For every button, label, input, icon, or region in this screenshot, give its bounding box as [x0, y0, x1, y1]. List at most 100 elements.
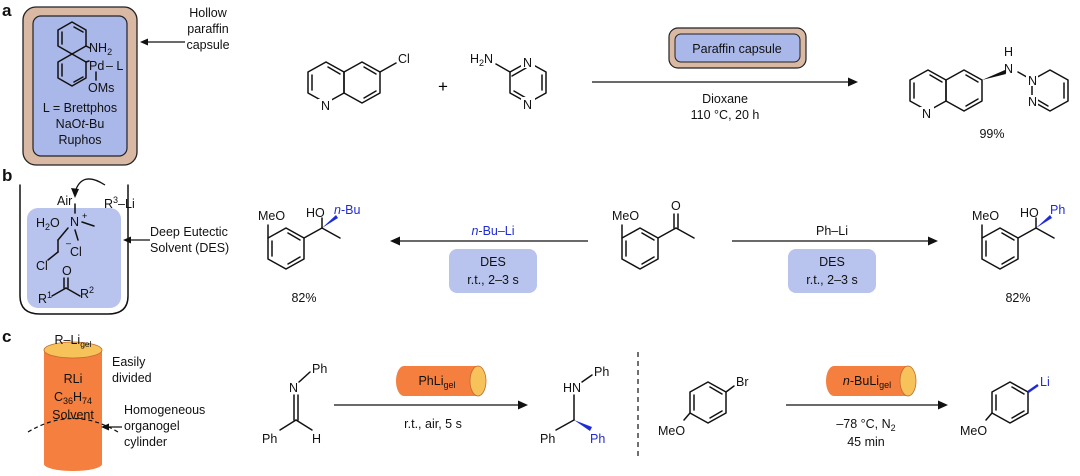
right-alcohol-product: MeO HO Ph [972, 203, 1065, 270]
right-product-ph: Ph [1050, 203, 1065, 217]
imine-ph-c: Ph [262, 432, 277, 446]
prod2-meo: MeO [960, 424, 987, 438]
des-conditions-box-left [449, 249, 537, 293]
chloro-substituent: Cl [398, 52, 410, 66]
paraffin-capsule-reagent-inner [674, 33, 801, 63]
cylinder-rli: RLi [64, 372, 83, 386]
capsule-label-line2: paraffin [187, 22, 229, 36]
prod1-ph-left: Ph [540, 432, 555, 446]
homog-label-line1: Homogeneous [124, 403, 205, 417]
aminopyrimidine-structure: N N H2N [470, 52, 547, 112]
phli-gel-cap [469, 365, 487, 397]
catalyst-oms: OMs [88, 81, 114, 95]
easily-label-line2: divided [112, 371, 152, 385]
yield-a: 99% [979, 127, 1004, 141]
panel-label-a: a [2, 1, 12, 20]
quinoline-n: N [321, 99, 330, 113]
product-pyrimidine-n1: N [1028, 74, 1037, 88]
sm-carbonyl-o: O [671, 199, 681, 213]
prod1-hn: HN [563, 381, 581, 395]
yield-b-left: 82% [291, 291, 316, 305]
conditions-c-right-1: –78 °C, N2 [836, 417, 895, 433]
left-reagent-label: n-Bu–Li [471, 224, 514, 238]
organogel-cylinder-cap [43, 341, 103, 359]
capsule-core [32, 15, 128, 157]
air-reagent-curved-arrow [74, 178, 106, 193]
panel-a: NH2 Pd – L OMs L = Brettphos NaOt-Bu Rup… [22, 6, 1069, 166]
methoxyacetophenone-structure: MeO O [612, 199, 695, 270]
yield-b-right: 82% [1005, 291, 1030, 305]
left-product-ome: MeO [258, 209, 285, 223]
conditions-c-right-2: 45 min [847, 435, 885, 449]
catalyst-pd: Pd [89, 59, 104, 73]
sm-ome: MeO [612, 209, 639, 223]
paraffin-capsule-reagent-label: Paraffin capsule [692, 42, 781, 56]
panel-c: R–Ligel RLi C36H74 Solvent Easily divide… [27, 333, 1050, 471]
pyrimidine-n-bottom: N [523, 98, 532, 112]
des-label-line2: Solvent (DES) [150, 241, 229, 255]
des-label-line1: Deep Eutectic [150, 225, 228, 239]
chloride-charge: – [66, 238, 71, 248]
left-box-line1: DES [480, 255, 506, 269]
buli-gel-body [834, 366, 908, 396]
imine-ph-n: Ph [312, 362, 327, 376]
imine-h: H [312, 432, 321, 446]
plus-sign: + [438, 77, 448, 96]
catalyst-pd-ligand: – L [106, 59, 123, 73]
buli-gel-cap [899, 365, 917, 397]
carbonyl-o: O [62, 264, 72, 278]
right-product-oh: HO [1020, 206, 1039, 220]
pyrimidine-n-top: N [523, 56, 532, 70]
air-label: Air [57, 194, 72, 208]
aryllithium-structure: Li MeO [960, 375, 1050, 438]
ligand-definition: L = Brettphos [43, 101, 117, 115]
amine-product-structure: HN Ph Ph Ph [540, 365, 609, 446]
phli-gel-label: PhLigel [418, 374, 455, 390]
homog-label-line3: cylinder [124, 435, 167, 449]
phli-gel-body [404, 366, 478, 396]
prod1-ph-n: Ph [594, 365, 609, 379]
bromoanisole-structure: Br MeO [658, 375, 749, 438]
ammonium-charge: + [82, 211, 87, 221]
right-reagent-label: Ph–Li [816, 224, 848, 238]
des-liquid [27, 208, 121, 308]
water-h2o: H2O [36, 216, 60, 232]
amine-nh2: H2N [470, 52, 493, 68]
des-container [19, 184, 129, 315]
left-alcohol-product: MeO HO n-Bu [258, 203, 360, 270]
cylinder-top-label: R–Ligel [54, 333, 91, 349]
easily-label-line1: Easily [112, 355, 146, 369]
r2-group: R2 [80, 285, 94, 301]
capsule-label-line1: Hollow [189, 6, 227, 20]
chloride-2: Cl [70, 245, 82, 259]
panel-label-c: c [2, 327, 11, 346]
organogel-cylinder-body [44, 350, 102, 464]
prod2-li: Li [1040, 375, 1050, 389]
chloride-1: Cl [36, 259, 48, 273]
product-linker-h: H [1004, 45, 1013, 59]
prod1-ph-new: Ph [590, 432, 605, 446]
imine-structure: N Ph Ph H [262, 362, 327, 446]
homog-label-line2: organogel [124, 419, 180, 433]
right-product-ome: MeO [972, 209, 999, 223]
product-linker-n: N [1004, 62, 1013, 76]
catalyst-nh2: NH2 [89, 41, 112, 57]
left-product-nbu: n-Bu [334, 203, 360, 217]
sm2-meo: MeO [658, 424, 685, 438]
right-box-line1: DES [819, 255, 845, 269]
sm2-br: Br [736, 375, 749, 389]
product-pyrimidine-n2: N [1028, 95, 1037, 109]
buli-gel-label: n-BuLigel [843, 374, 891, 390]
aminoquinoline-product-structure: N N H N N [909, 45, 1069, 121]
des-conditions-box-right [788, 249, 876, 293]
r3li-reagent: R3–Li [104, 195, 135, 211]
panel-label-b: b [2, 166, 12, 185]
ruphos-label: Ruphos [58, 133, 101, 147]
imine-n: N [289, 381, 298, 395]
conditions-temp-time: 110 °C, 20 h [691, 108, 760, 122]
r1-group: R1 [38, 290, 52, 306]
capsule-label-line3: capsule [186, 38, 229, 52]
right-box-line2: r.t., 2–3 s [806, 273, 857, 287]
base-label: NaOt-Bu [56, 117, 105, 131]
